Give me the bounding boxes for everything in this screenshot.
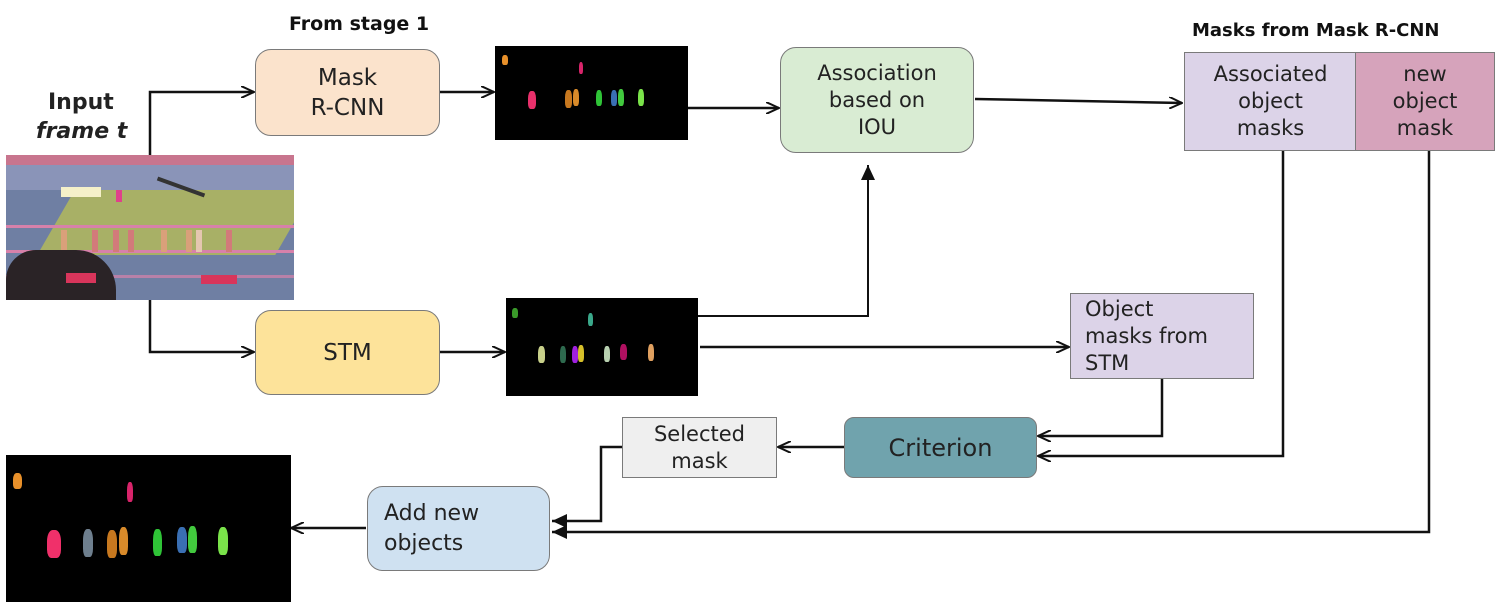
associated-line3: masks: [1236, 116, 1305, 140]
stm-node: STM: [255, 310, 440, 395]
stm-masks-line1: Object: [1085, 296, 1154, 321]
criterion-node: Criterion: [844, 417, 1037, 478]
new-mask-line3: mask: [1396, 116, 1454, 140]
associated-line1: Associated: [1213, 62, 1328, 86]
edge-input-to-stm: [148, 300, 254, 352]
association-iou-node: Association based on IOU: [780, 47, 974, 153]
association-line3: IOU: [857, 114, 897, 139]
associated-line2: object: [1238, 89, 1303, 113]
final-output-image: [6, 455, 291, 602]
frame-t-label: frame t: [36, 119, 128, 144]
edge-association-to-masks: [974, 99, 1182, 103]
new-object-mask-node: new object mask: [1355, 52, 1495, 151]
add-new-line1: Add new: [384, 500, 480, 526]
mask-rcnn-line2: R-CNN: [310, 94, 385, 121]
mask-rcnn-output-image: [495, 46, 688, 140]
input-frame-image: [6, 155, 294, 300]
stm-object-masks-node: Object masks from STM: [1070, 293, 1254, 379]
masks-from-maskrcnn-label: Masks from Mask R-CNN: [1192, 20, 1440, 41]
edge-selected-to-addnew: [552, 445, 622, 528]
input-label: Input: [48, 90, 114, 115]
new-mask-line1: new: [1403, 62, 1447, 86]
association-line2: based on: [828, 87, 926, 112]
mask-rcnn-node: Mask R-CNN: [255, 49, 440, 136]
mask-rcnn-line1: Mask: [317, 64, 378, 91]
new-mask-line2: object: [1392, 89, 1458, 113]
edge-associated-to-criterion: [1038, 150, 1285, 456]
add-new-line2: objects: [384, 530, 464, 556]
association-line1: Association: [817, 60, 937, 85]
selected-line2: mask: [671, 448, 728, 473]
edge-stmimage-to-association: [688, 165, 875, 317]
edge-newmask-to-addnew: [552, 150, 1431, 539]
stm-output-image: [506, 298, 698, 396]
selected-line1: Selected: [653, 421, 746, 446]
from-stage1-label: From stage 1: [289, 13, 430, 35]
selected-mask-node: Selected mask: [622, 417, 777, 478]
edge-stmmasks-to-criterion: [1038, 379, 1164, 436]
edge-input-to-maskrcnn: [148, 92, 254, 155]
add-new-objects-node: Add new objects: [367, 486, 550, 571]
associated-object-masks-node: Associated object masks: [1184, 52, 1357, 151]
stm-masks-line3: STM: [1085, 350, 1130, 375]
stm-label: STM: [323, 339, 372, 366]
criterion-label: Criterion: [888, 433, 993, 462]
stm-masks-line2: masks from: [1085, 323, 1208, 348]
